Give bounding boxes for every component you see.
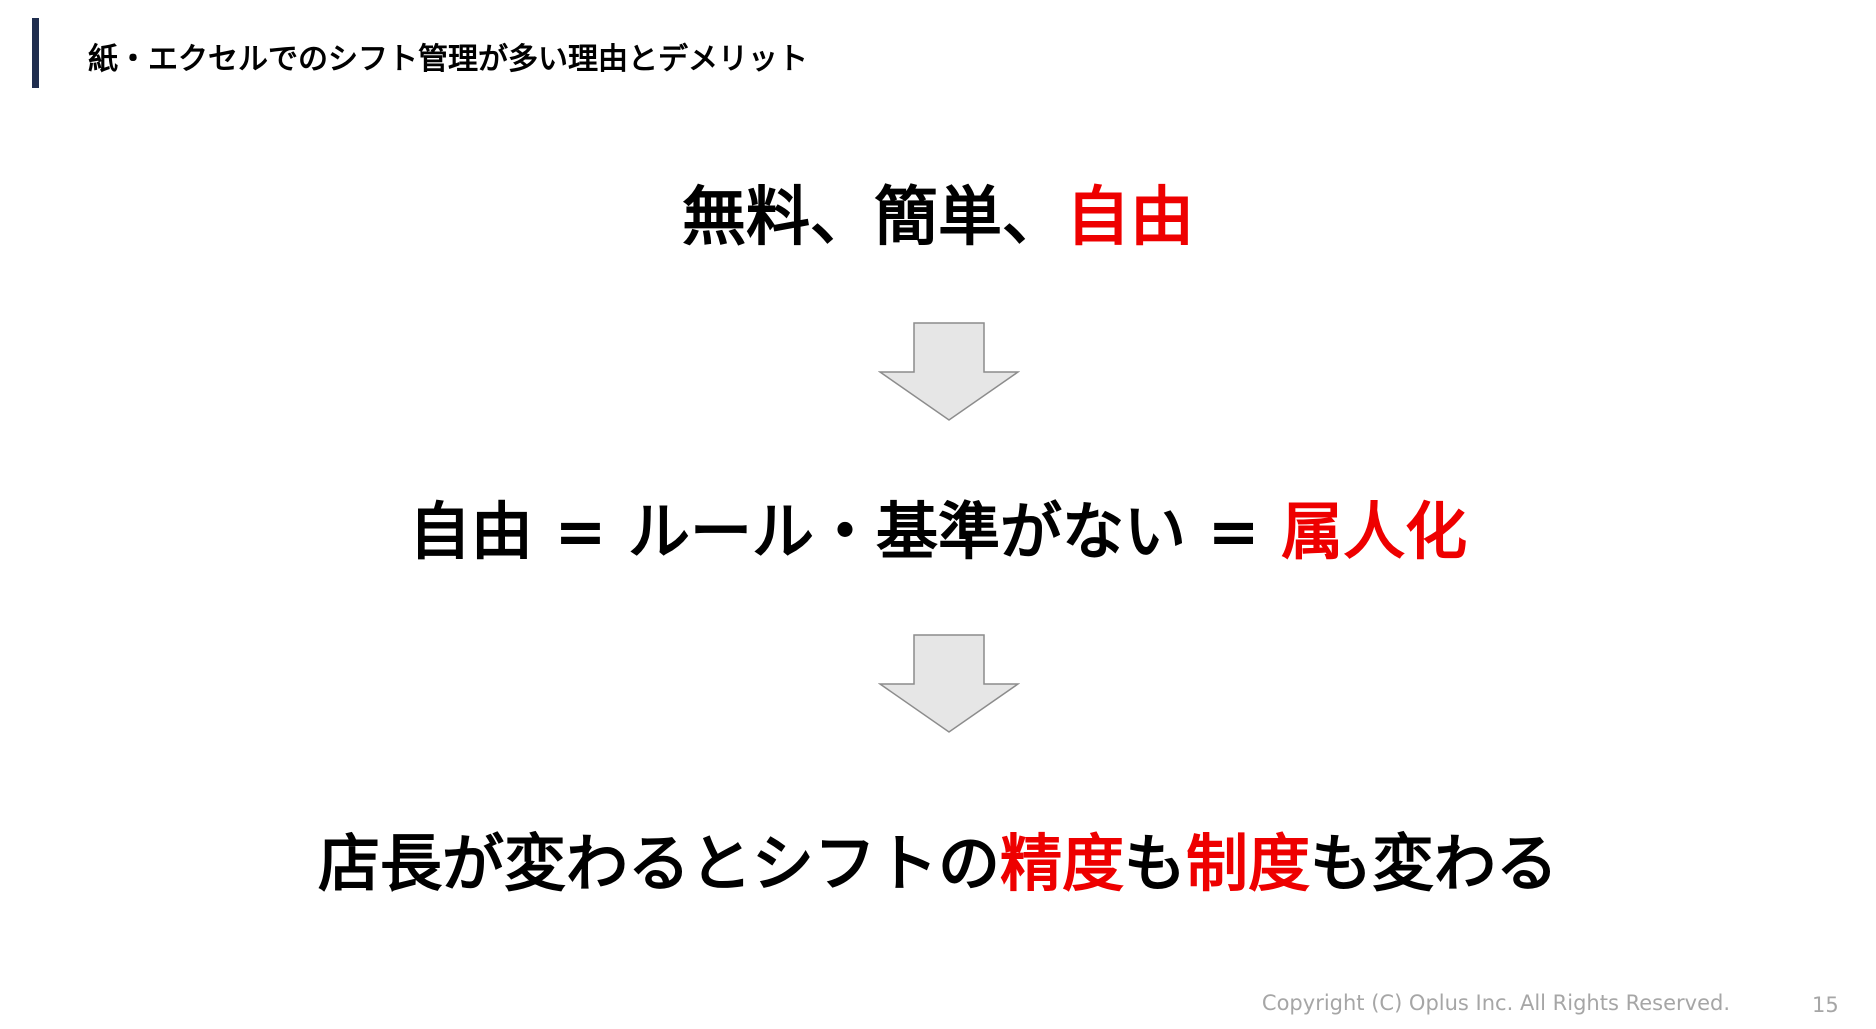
- statement-consequence-text: 自由 = ルール・基準がない =: [408, 495, 1282, 568]
- statement-result: 店長が変わるとシフトの精度も制度も変わる: [0, 824, 1876, 904]
- header-accent-bar: [32, 18, 39, 88]
- down-arrow-icon: [878, 322, 1020, 421]
- page-number: 15: [1812, 993, 1839, 1017]
- statement-consequence-highlight: 属人化: [1281, 495, 1468, 568]
- statement-result-text: 店長が変わるとシフトの: [317, 827, 1000, 900]
- statement-consequence: 自由 = ルール・基準がない = 属人化: [0, 492, 1876, 572]
- statement-result-highlight-accuracy: 精度: [999, 827, 1124, 900]
- statement-reasons: 無料、簡単、自由: [0, 178, 1876, 258]
- statement-result-text: も変わる: [1310, 827, 1559, 900]
- down-arrow-icon: [878, 634, 1020, 733]
- page-title: 紙・エクセルでのシフト管理が多い理由とデメリット: [88, 42, 808, 77]
- statement-reasons-highlight: 自由: [1066, 181, 1194, 255]
- statement-result-text: も: [1123, 827, 1186, 900]
- statement-reasons-text: 無料、簡単、: [682, 181, 1066, 255]
- statement-result-highlight-system: 制度: [1186, 827, 1311, 900]
- copyright-notice: Copyright (C) Oplus Inc. All Rights Rese…: [1261, 991, 1730, 1015]
